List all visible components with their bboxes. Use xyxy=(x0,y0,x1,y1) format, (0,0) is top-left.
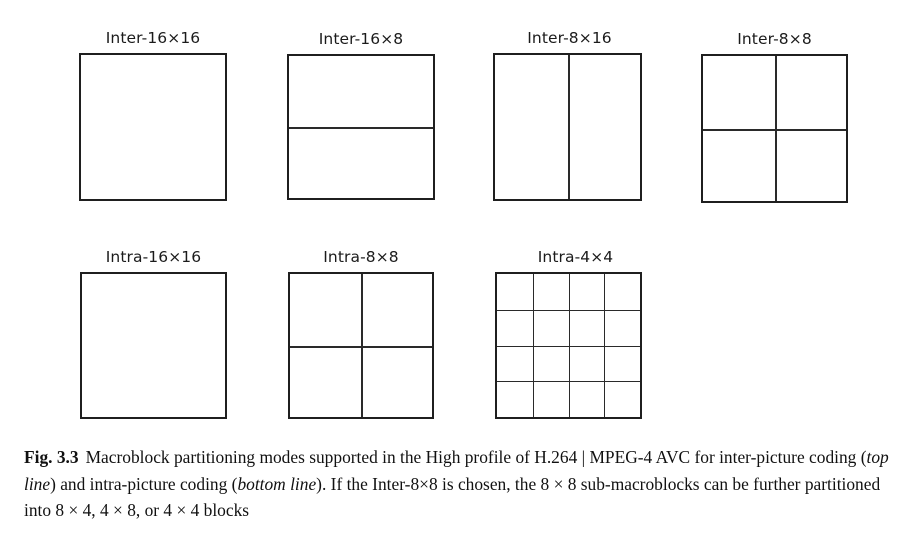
macroblock-box-intra-16-16 xyxy=(80,272,227,419)
caption-segment-1: top line xyxy=(24,447,889,494)
partition-line-vertical xyxy=(532,274,534,417)
macroblock-box-intra-8-8 xyxy=(288,272,434,419)
partition-line-vertical xyxy=(567,55,570,199)
macroblock-label-inter-16-16: Inter-16×16 xyxy=(105,29,201,47)
macroblock-diagram-inter-8-16: Inter-8×16 xyxy=(493,30,642,201)
macroblock-diagram-intra-8-8: Intra-8×8 xyxy=(288,249,434,419)
macroblock-box-inter-16-8 xyxy=(287,54,435,200)
macroblock-box-inter-8-8 xyxy=(701,54,848,203)
macroblock-label-inter-8-16: Inter-8×16 xyxy=(527,29,612,47)
partition-line-vertical xyxy=(361,274,363,417)
macroblock-label-intra-16-16: Intra-16×16 xyxy=(105,248,202,266)
figure-caption: Fig. 3.3 Macroblock partitioning modes su… xyxy=(24,444,906,524)
macroblock-diagram-intra-16-16: Intra-16×16 xyxy=(80,249,227,419)
partition-line-horizontal xyxy=(289,127,433,129)
caption-segment-0: Macroblock partitioning modes supported … xyxy=(85,447,867,467)
macroblock-box-intra-4-4 xyxy=(495,272,642,419)
macroblock-diagram-inter-16-8: Inter-16×8 xyxy=(287,31,435,200)
macroblock-label-intra-8-8: Intra-8×8 xyxy=(323,248,399,266)
partition-line-vertical xyxy=(774,56,777,201)
macroblock-diagram-intra-4-4: Intra-4×4 xyxy=(495,249,642,419)
macroblock-diagram-inter-8-8: Inter-8×8 xyxy=(701,31,848,203)
partition-line-vertical xyxy=(568,274,570,417)
caption-segment-3: bottom line xyxy=(237,473,317,494)
macroblock-box-inter-16-16 xyxy=(79,53,227,201)
figure-macroblock-partitioning: Inter-16×16 Inter-16×8 Inter-8×16 Inter-8×8… xyxy=(79,30,848,419)
macroblock-box-inter-8-16 xyxy=(493,53,642,201)
caption-segment-4: ). If the Inter-8×8 is chosen, the 8 × 8… xyxy=(24,473,881,521)
caption-segment-2: ) and intra-picture coding ( xyxy=(50,473,238,494)
figure-number: Fig. 3.3 xyxy=(24,447,79,467)
partition-line-vertical xyxy=(604,274,606,417)
figure-caption-text: Macroblock partitioning modes supported … xyxy=(24,447,889,520)
macroblock-label-inter-16-8: Inter-16×8 xyxy=(318,30,404,48)
macroblock-label-intra-4-4: Intra-4×4 xyxy=(537,248,614,266)
macroblock-label-inter-8-8: Inter-8×8 xyxy=(737,30,812,48)
macroblock-diagram-inter-16-16: Inter-16×16 xyxy=(79,30,227,201)
